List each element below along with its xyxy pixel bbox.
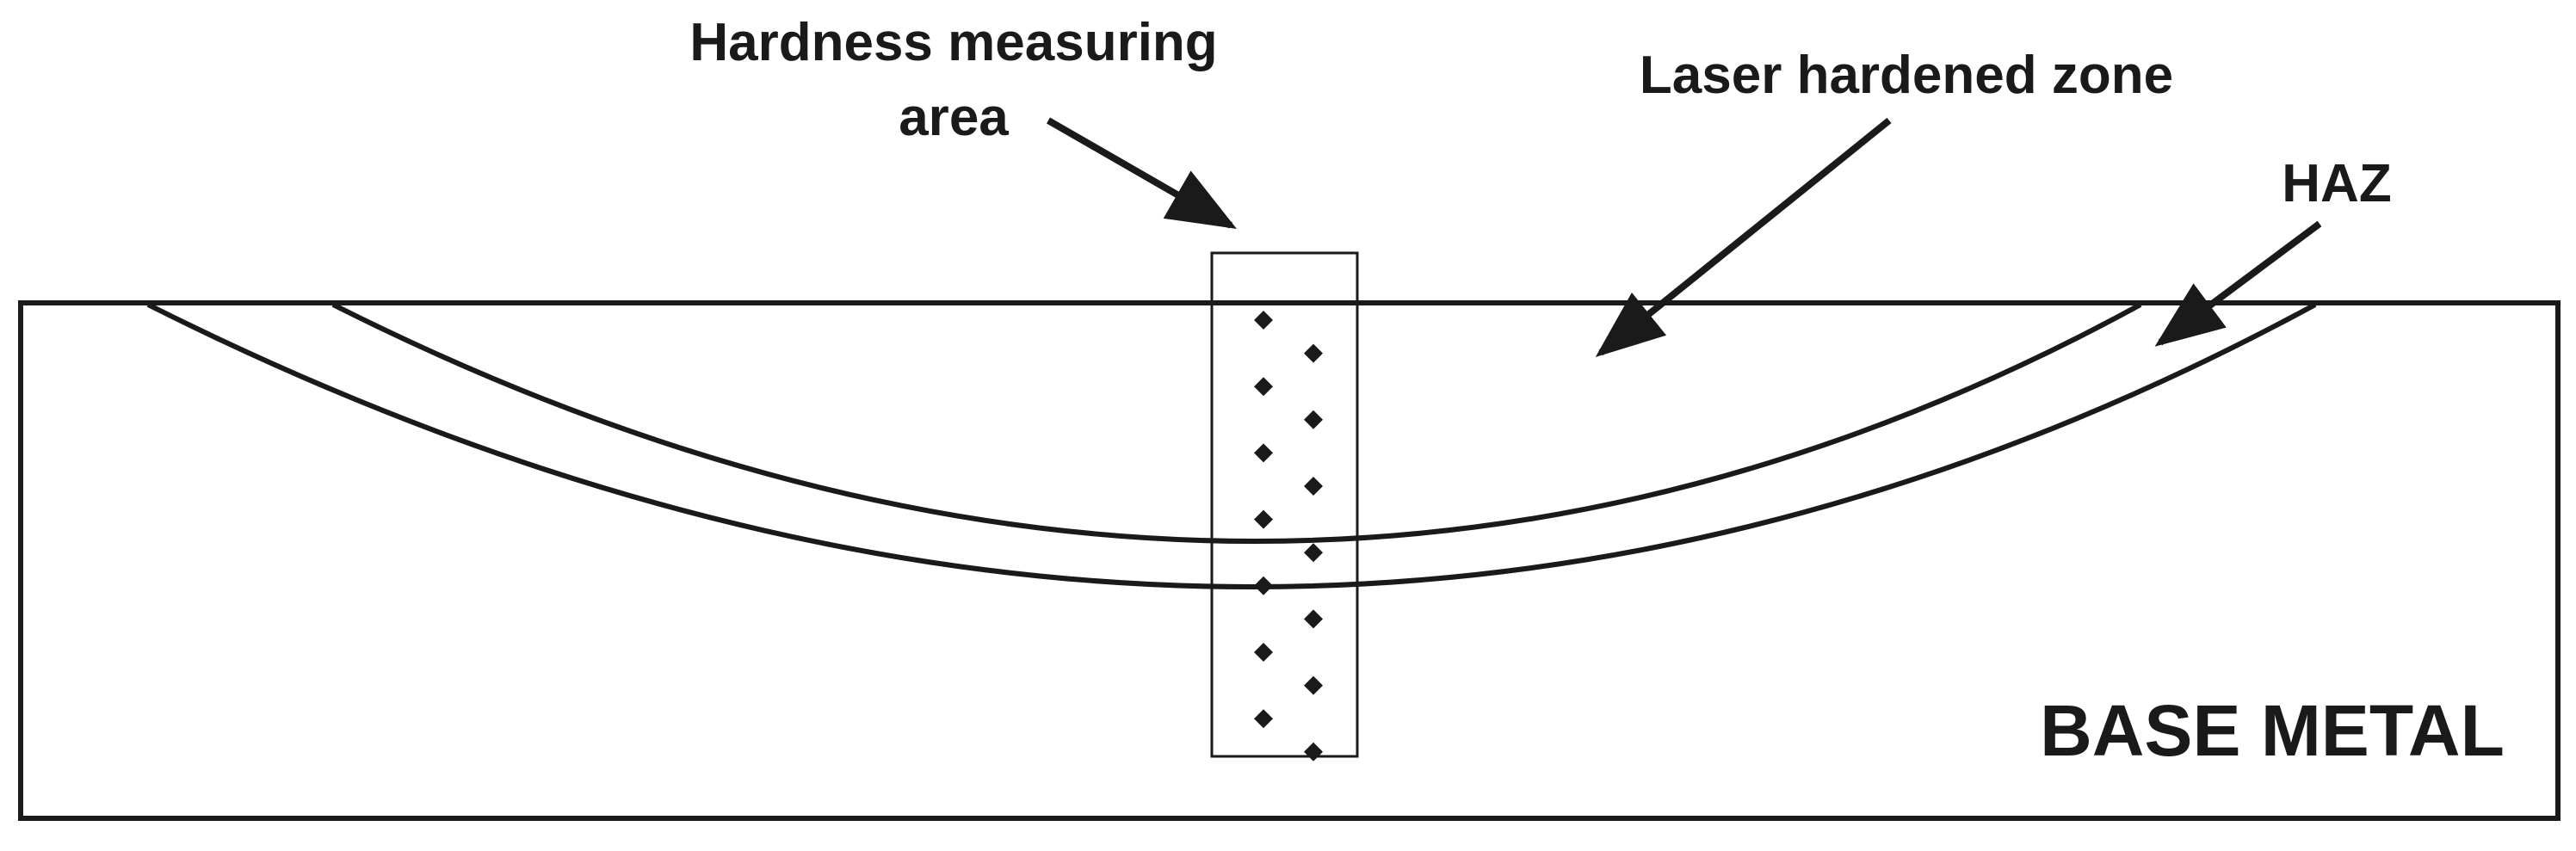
hardness-area-label-line1: Hardness measuring bbox=[689, 13, 1217, 72]
indentation-mark bbox=[1254, 709, 1273, 729]
haz-arrow bbox=[2154, 220, 2322, 347]
haz-label: HAZ bbox=[2282, 154, 2391, 213]
indentation-mark bbox=[1304, 609, 1323, 629]
indentation-mark bbox=[1304, 742, 1323, 762]
indentation-mark bbox=[1254, 643, 1273, 662]
hardened-zone-boundary-curve bbox=[331, 302, 2142, 544]
indentation-mark bbox=[1254, 311, 1273, 330]
indentation-mark bbox=[1254, 377, 1273, 397]
indentation-mark bbox=[1304, 675, 1323, 695]
hardness-area-arrow bbox=[1047, 117, 1237, 229]
haz-boundary-curve bbox=[146, 302, 2317, 589]
indentation-mark bbox=[1254, 509, 1273, 529]
hardness-measuring-strip bbox=[1210, 251, 1359, 758]
indentation-mark bbox=[1304, 343, 1323, 363]
indentation-mark bbox=[1254, 443, 1273, 463]
indentation-mark bbox=[1304, 410, 1323, 429]
indentation-mark bbox=[1304, 477, 1323, 496]
indentation-mark bbox=[1304, 543, 1323, 563]
workpiece-block bbox=[18, 300, 2561, 821]
laser-zone-arrow bbox=[1595, 117, 1892, 358]
laser-zone-label: Laser hardened zone bbox=[1640, 46, 2173, 105]
hardness-area-label-line2: area bbox=[899, 88, 1009, 147]
hardness-indentations bbox=[1254, 311, 1323, 762]
base-metal-label: BASE METAL bbox=[2040, 690, 2505, 771]
indentation-mark bbox=[1254, 576, 1273, 595]
